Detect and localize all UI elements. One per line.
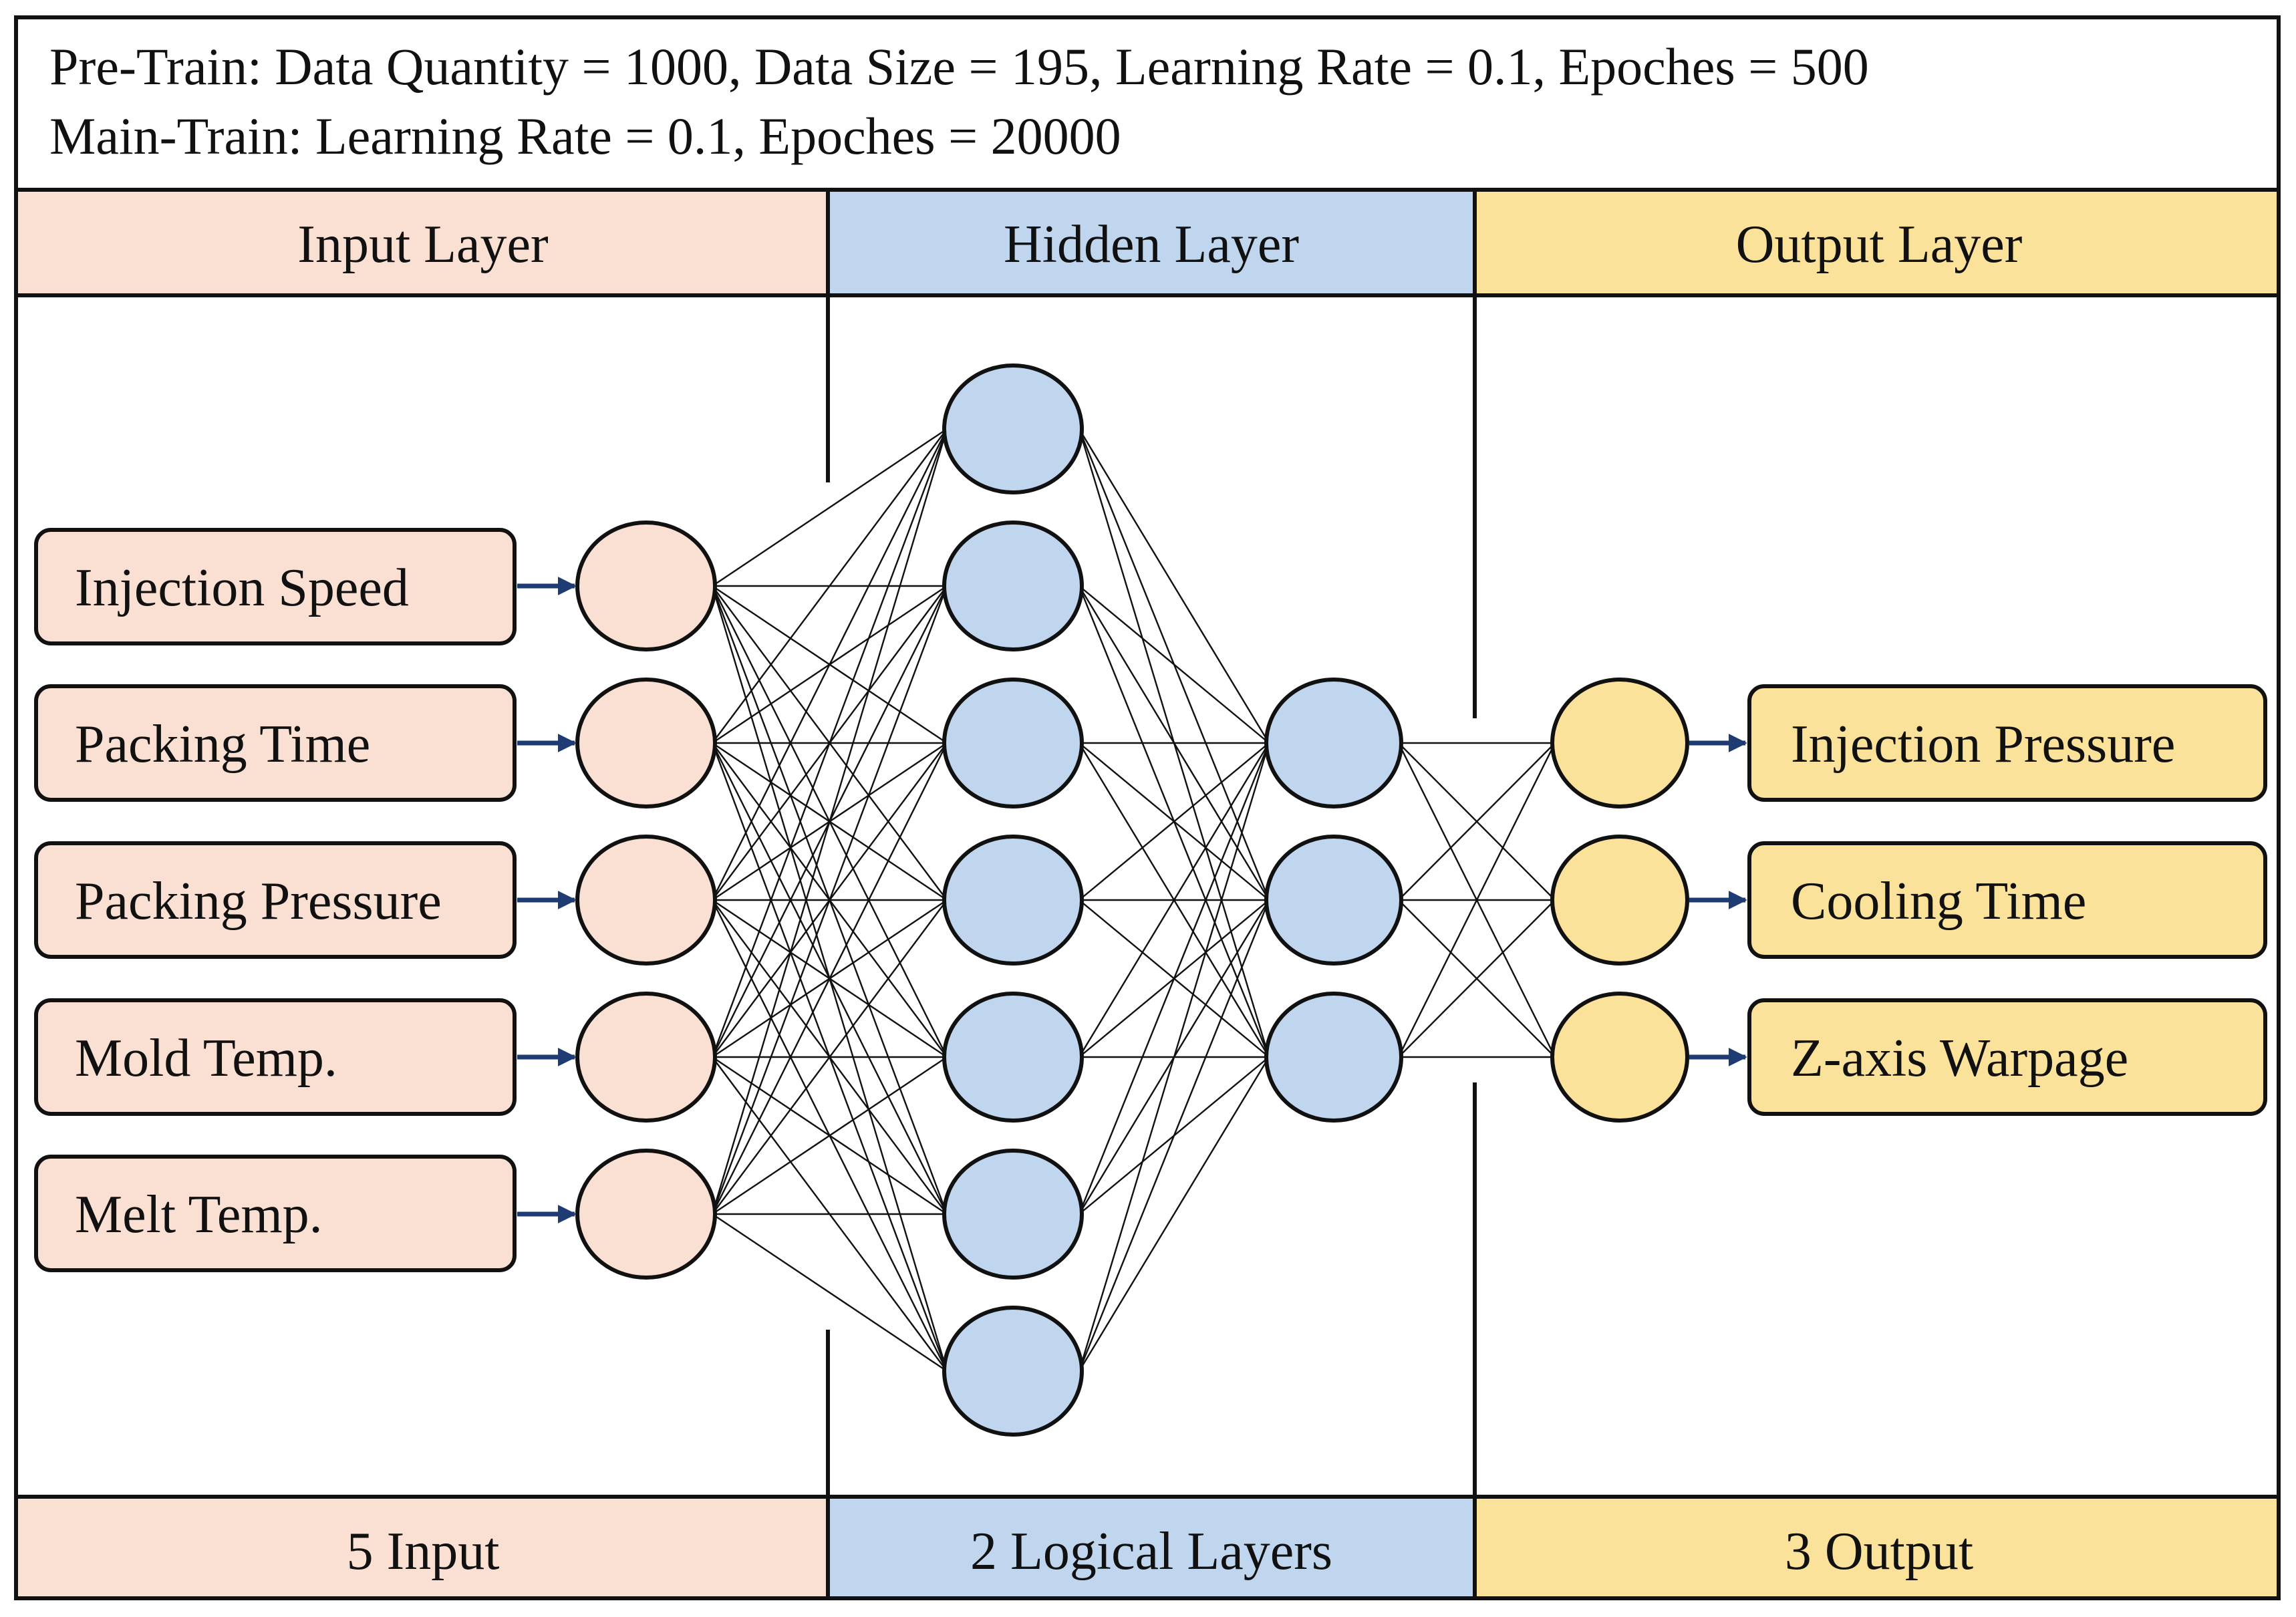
header-input-label: Input Layer — [297, 215, 548, 274]
connection-input-3-to-hidden1-1 — [711, 428, 948, 901]
network-connections — [711, 428, 1556, 1372]
connection-hidden1-6-to-hidden2-1 — [1078, 742, 1270, 1215]
footer-output-label: 3 Output — [1785, 1522, 1973, 1581]
connection-hidden1-7-to-hidden2-3 — [1078, 1056, 1270, 1372]
connection-hidden1-1-to-hidden2-1 — [1078, 428, 1270, 744]
footer-input-cell — [18, 1497, 828, 1596]
connection-input-5-to-hidden1-1 — [711, 428, 948, 1215]
header-output-label: Output Layer — [1736, 215, 2023, 274]
output-label-injection-pressure: Injection Pressure — [1791, 715, 2175, 774]
node-output-1 — [1550, 678, 1689, 808]
connection-input-2-to-hidden1-1 — [712, 428, 948, 744]
connection-input-4-to-hidden1-1 — [711, 428, 948, 1058]
node-input-3 — [575, 835, 717, 966]
output-label-cooling-time: Cooling Time — [1791, 872, 2086, 931]
pretrain-params: Pre-Train: Data Quantity = 1000, Data Si… — [49, 37, 1869, 96]
input-box-packing-pressure: Packing Pressure — [34, 841, 517, 959]
input-box-mold-temp: Mold Temp. — [34, 998, 517, 1116]
node-hidden1-3 — [942, 678, 1084, 808]
header-input-cell — [18, 192, 828, 295]
input-features: Injection Speed Packing Time Packing Pre… — [34, 528, 517, 1272]
connection-input-5-to-hidden1-2 — [711, 585, 948, 1215]
input-box-injection-speed: Injection Speed — [34, 528, 517, 645]
node-input-4 — [575, 992, 717, 1123]
connection-hidden2-2-to-output-1 — [1398, 742, 1556, 901]
output-box-injection-pressure: Injection Pressure — [1747, 684, 2267, 802]
node-hidden2-1 — [1264, 678, 1403, 808]
input-box-melt-temp: Melt Temp. — [34, 1155, 517, 1272]
output-label-z-axis-warpage: Z-axis Warpage — [1791, 1029, 2128, 1088]
output-box-z-axis-warpage: Z-axis Warpage — [1747, 998, 2267, 1116]
node-input-5 — [575, 1149, 717, 1280]
node-hidden1-7 — [942, 1306, 1084, 1437]
header-hidden-cell — [828, 192, 1475, 295]
node-output-3 — [1550, 992, 1689, 1123]
output-features: Injection Pressure Cooling Time Z-axis W… — [1747, 684, 2267, 1116]
footer-output-cell — [1475, 1497, 2277, 1596]
connection-hidden1-4-to-hidden2-1 — [1079, 742, 1270, 901]
io-arrows — [517, 577, 1747, 1223]
connection-input-5-to-hidden1-3 — [711, 742, 948, 1215]
node-hidden1-2 — [942, 521, 1084, 651]
input-label-injection-speed: Injection Speed — [75, 559, 409, 617]
header-hidden-label: Hidden Layer — [1004, 215, 1299, 274]
node-hidden2-2 — [1264, 835, 1403, 966]
footer-hidden-cell — [828, 1497, 1475, 1596]
node-hidden1-6 — [942, 1149, 1084, 1280]
node-hidden2-3 — [1264, 992, 1403, 1123]
input-label-melt-temp: Melt Temp. — [75, 1185, 323, 1244]
node-hidden1-4 — [942, 835, 1084, 966]
footer-input-label: 5 Input — [347, 1522, 500, 1581]
connection-input-1-to-hidden1-1 — [712, 428, 948, 587]
connection-hidden2-3-to-output-1 — [1397, 742, 1556, 1058]
network-nodes — [575, 363, 1689, 1437]
input-label-mold-temp: Mold Temp. — [75, 1029, 337, 1088]
connection-hidden1-7-to-hidden2-2 — [1078, 899, 1270, 1372]
connection-input-5-to-hidden1-5 — [712, 1056, 948, 1215]
maintrain-params: Main-Train: Learning Rate = 0.1, Epoches… — [49, 107, 1121, 165]
node-input-1 — [575, 521, 717, 651]
input-label-packing-pressure: Packing Pressure — [75, 872, 442, 931]
connection-input-5-to-hidden1-4 — [712, 899, 948, 1215]
connection-hidden1-7-to-hidden2-1 — [1078, 742, 1270, 1372]
node-hidden1-5 — [942, 992, 1084, 1123]
input-label-packing-time: Packing Time — [75, 715, 370, 774]
input-box-packing-time: Packing Time — [34, 684, 517, 802]
output-box-cooling-time: Cooling Time — [1747, 841, 2267, 959]
footer-hidden-label: 2 Logical Layers — [970, 1522, 1332, 1581]
node-output-2 — [1550, 835, 1689, 966]
connection-input-5-to-hidden1-7 — [712, 1213, 948, 1372]
connection-hidden1-5-to-hidden2-1 — [1078, 742, 1270, 1058]
node-hidden1-1 — [942, 363, 1084, 494]
header-output-cell — [1475, 192, 2277, 295]
connection-hidden1-2-to-hidden2-1 — [1079, 585, 1270, 744]
node-input-2 — [575, 678, 717, 808]
connection-hidden2-3-to-output-2 — [1398, 899, 1556, 1058]
